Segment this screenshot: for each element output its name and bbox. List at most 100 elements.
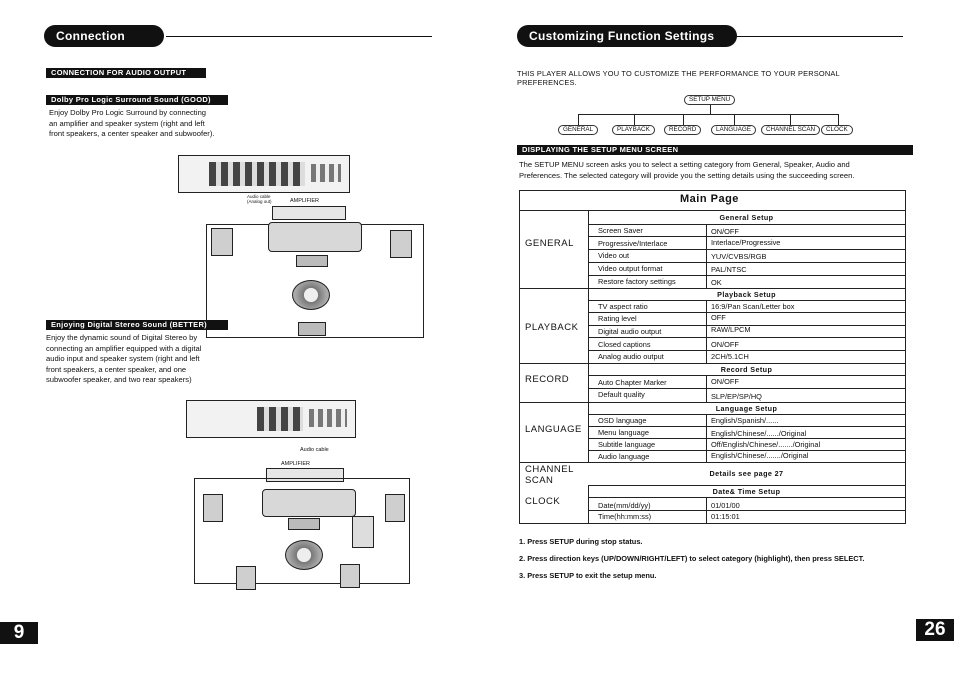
row-divider xyxy=(520,288,905,289)
setting-item: Default quality xyxy=(598,390,645,399)
cable-label-line: Audio cable xyxy=(247,194,271,199)
row-divider xyxy=(520,462,905,463)
item-rule xyxy=(588,249,905,250)
category-playback: PLAYBACK xyxy=(525,322,579,333)
heading-rule xyxy=(588,497,905,498)
setting-value: RAW/LPCM xyxy=(711,325,751,334)
setting-item: Rating level xyxy=(598,314,637,323)
display-setup-tag: DISPLAYING THE SETUP MENU SCREEN xyxy=(517,145,913,155)
digital-line: connecting an amplifier equipped with a … xyxy=(46,343,202,353)
heading-rule xyxy=(588,375,905,376)
setting-item: Audio language xyxy=(598,452,650,461)
setting-value: 01/01/00 xyxy=(711,501,740,510)
record-setup-heading: Record Setup xyxy=(720,365,773,374)
front-right-speaker xyxy=(390,230,412,258)
channel-scan-details: Details see page 27 xyxy=(709,469,784,478)
center-speaker xyxy=(296,255,328,267)
setting-item: Closed captions xyxy=(598,340,651,349)
item-rule xyxy=(588,388,905,389)
listener-chair xyxy=(292,280,330,310)
front-right-speaker xyxy=(385,494,405,522)
setting-value: Interlace/Progressive xyxy=(711,238,781,247)
panel-jacks xyxy=(257,407,303,431)
dolby-tag: Dolby Pro Logic Surround Sound (GOOD) xyxy=(46,95,228,105)
customizing-header: Customizing Function Settings xyxy=(517,25,737,47)
step-2: 2. Press direction keys (UP/DOWN/RIGHT/L… xyxy=(519,554,865,563)
setting-item: Subtitle language xyxy=(598,440,656,449)
setting-value: ON/OFF xyxy=(711,377,739,386)
tree-line xyxy=(838,114,839,126)
menu-node-channel-scan: CHANNEL SCAN xyxy=(761,125,821,135)
dvd-player-rear-panel xyxy=(178,155,350,193)
connection-header: Connection xyxy=(44,25,164,47)
page-number-left: 9 xyxy=(0,622,38,644)
display-line: Preferences. The selected category will … xyxy=(519,171,855,180)
header-rule-right xyxy=(735,36,903,37)
item-rule xyxy=(588,426,905,427)
setting-item: Video output format xyxy=(598,264,663,273)
digital-line: subwoofer speaker, and two rear speakers… xyxy=(46,375,192,384)
setting-value: SLP/EP/SP/HQ xyxy=(711,392,762,401)
step-3: 3. Press SETUP to exit the setup menu. xyxy=(519,571,657,580)
col-divider xyxy=(588,485,589,523)
dolby-line: front speakers, a center speaker and sub… xyxy=(49,129,215,138)
setting-value: 01:15:01 xyxy=(711,512,740,521)
heading-rule xyxy=(588,300,905,301)
item-rule xyxy=(588,236,905,237)
tree-line xyxy=(578,114,838,115)
table-title: Main Page xyxy=(680,193,739,205)
step-1: 1. Press SETUP during stop status. xyxy=(519,537,643,546)
setting-value: English/Spanish/...... xyxy=(711,416,779,425)
category-record: RECORD xyxy=(525,374,570,385)
setting-value: 16:9/Pan Scan/Letter box xyxy=(711,302,795,311)
speaker-wire-loop xyxy=(194,478,410,584)
cable-label: Audio cable (Analog out) xyxy=(247,194,272,204)
language-setup-heading: Language Setup xyxy=(715,404,778,413)
setting-value: OFF xyxy=(711,313,726,322)
category-language: LANGUAGE xyxy=(525,424,582,435)
row-divider xyxy=(588,485,905,486)
digital-line: audio input and speaker system (right an… xyxy=(46,354,200,363)
item-rule xyxy=(588,262,905,263)
row-divider xyxy=(520,210,905,211)
item-rule xyxy=(588,450,905,451)
col-divider xyxy=(588,210,589,462)
setting-value: OK xyxy=(711,278,722,287)
setting-value: ON/OFF xyxy=(711,340,739,349)
setting-item: Digital audio output xyxy=(598,327,662,336)
intro-text: THIS PLAYER ALLOWS YOU TO CUSTOMIZE THE … xyxy=(517,69,840,87)
digital-tag: Enjoying Digital Stereo Sound (BETTER) xyxy=(46,320,228,330)
menu-node-general: GENERAL xyxy=(558,125,599,135)
item-rule xyxy=(588,275,905,276)
amplifier-label: AMPLIFIER xyxy=(281,461,311,467)
panel-jacks-right xyxy=(309,409,347,427)
setting-value: English/Chinese/......./Original xyxy=(711,451,809,460)
general-setup-heading: General Setup xyxy=(719,213,774,222)
front-left-speaker xyxy=(203,494,223,522)
amplifier xyxy=(272,206,346,220)
setting-item: Date(mm/dd/yy) xyxy=(598,501,651,510)
header-rule xyxy=(166,36,432,37)
col-divider xyxy=(706,300,707,363)
menu-node-record: RECORD xyxy=(664,125,702,135)
setting-value: ON/OFF xyxy=(711,227,739,236)
main-page-table: Main Page GENERAL General Setup Screen S… xyxy=(519,190,906,524)
digital-line: Enjoy the dynamic sound of Digital Stere… xyxy=(46,333,198,342)
menu-node-root: SETUP MENU xyxy=(684,95,736,105)
panel-jacks xyxy=(209,162,305,186)
setting-item: Video out xyxy=(598,251,630,260)
menu-node-clock: CLOCK xyxy=(821,125,853,135)
setting-value: Off/English/Chinese/......./Original xyxy=(711,440,821,449)
item-rule xyxy=(588,438,905,439)
dolby-line: an amplifier and speaker system (right a… xyxy=(49,118,205,128)
display-text: The SETUP MENU screen asks you to select… xyxy=(519,159,854,181)
item-rule xyxy=(588,312,905,313)
setting-item: Analog audio output xyxy=(598,352,664,361)
item-rule xyxy=(588,325,905,326)
dvd-player-rear-panel-2 xyxy=(186,400,356,438)
digital-text: Enjoy the dynamic sound of Digital Stere… xyxy=(46,333,201,386)
rear-left-speaker xyxy=(236,566,256,590)
cable-label-line: (Analog out) xyxy=(247,199,272,204)
category-channel-scan: CHANNEL SCAN xyxy=(525,464,574,486)
display-line: The SETUP MENU screen asks you to select… xyxy=(519,160,850,169)
